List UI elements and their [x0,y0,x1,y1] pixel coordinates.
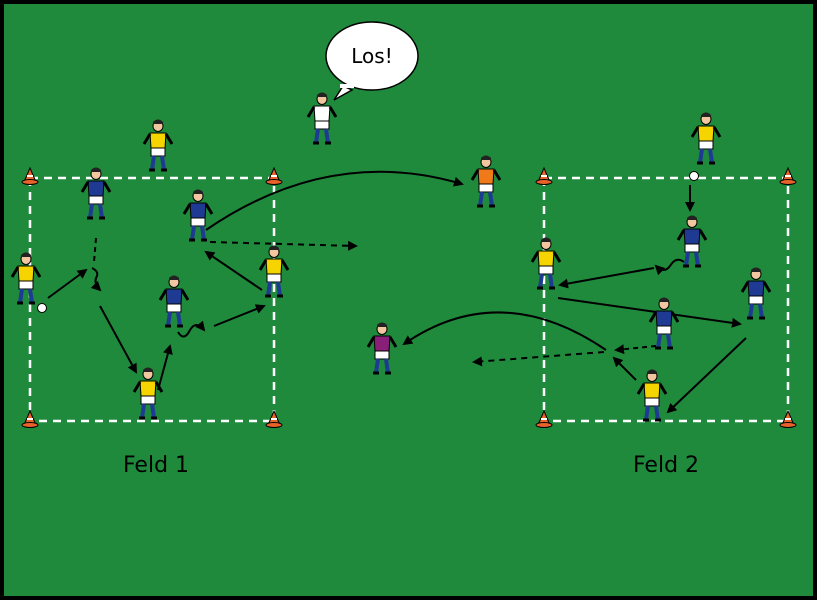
arrow-icon [612,356,637,381]
arrow-icon [558,267,655,289]
field-2-label: Feld 2 [633,453,699,478]
arrow-icon [47,268,88,299]
arrow-icon [402,311,607,351]
pitch [4,4,813,596]
arrow-icon [614,344,657,355]
arrow-icon [557,297,742,328]
field-1-boundary [28,176,276,423]
arrow-icon [99,305,137,374]
field-2-boundary [542,176,790,423]
arrow-icon [157,344,173,391]
ball-icon [37,303,47,313]
arrow-icon [205,170,464,231]
ball-icon [689,171,699,181]
arrow-icon [204,250,263,291]
speech-bubble-text: Los! [351,44,392,68]
field-2-arrows [402,185,747,414]
arrow-icon [93,237,97,263]
arrow-icon [177,320,206,338]
arrow-icon [213,304,266,327]
arrow-icon [90,267,102,292]
arrow-icon [666,337,747,414]
arrow-icon [209,240,358,251]
field-1-players [10,117,290,420]
arrow-icon [654,258,685,276]
field-1-arrows [47,170,464,391]
speech-bubble: Los! [325,21,419,101]
field-2-players [530,110,772,422]
field-1-label: Feld 1 [123,453,189,478]
